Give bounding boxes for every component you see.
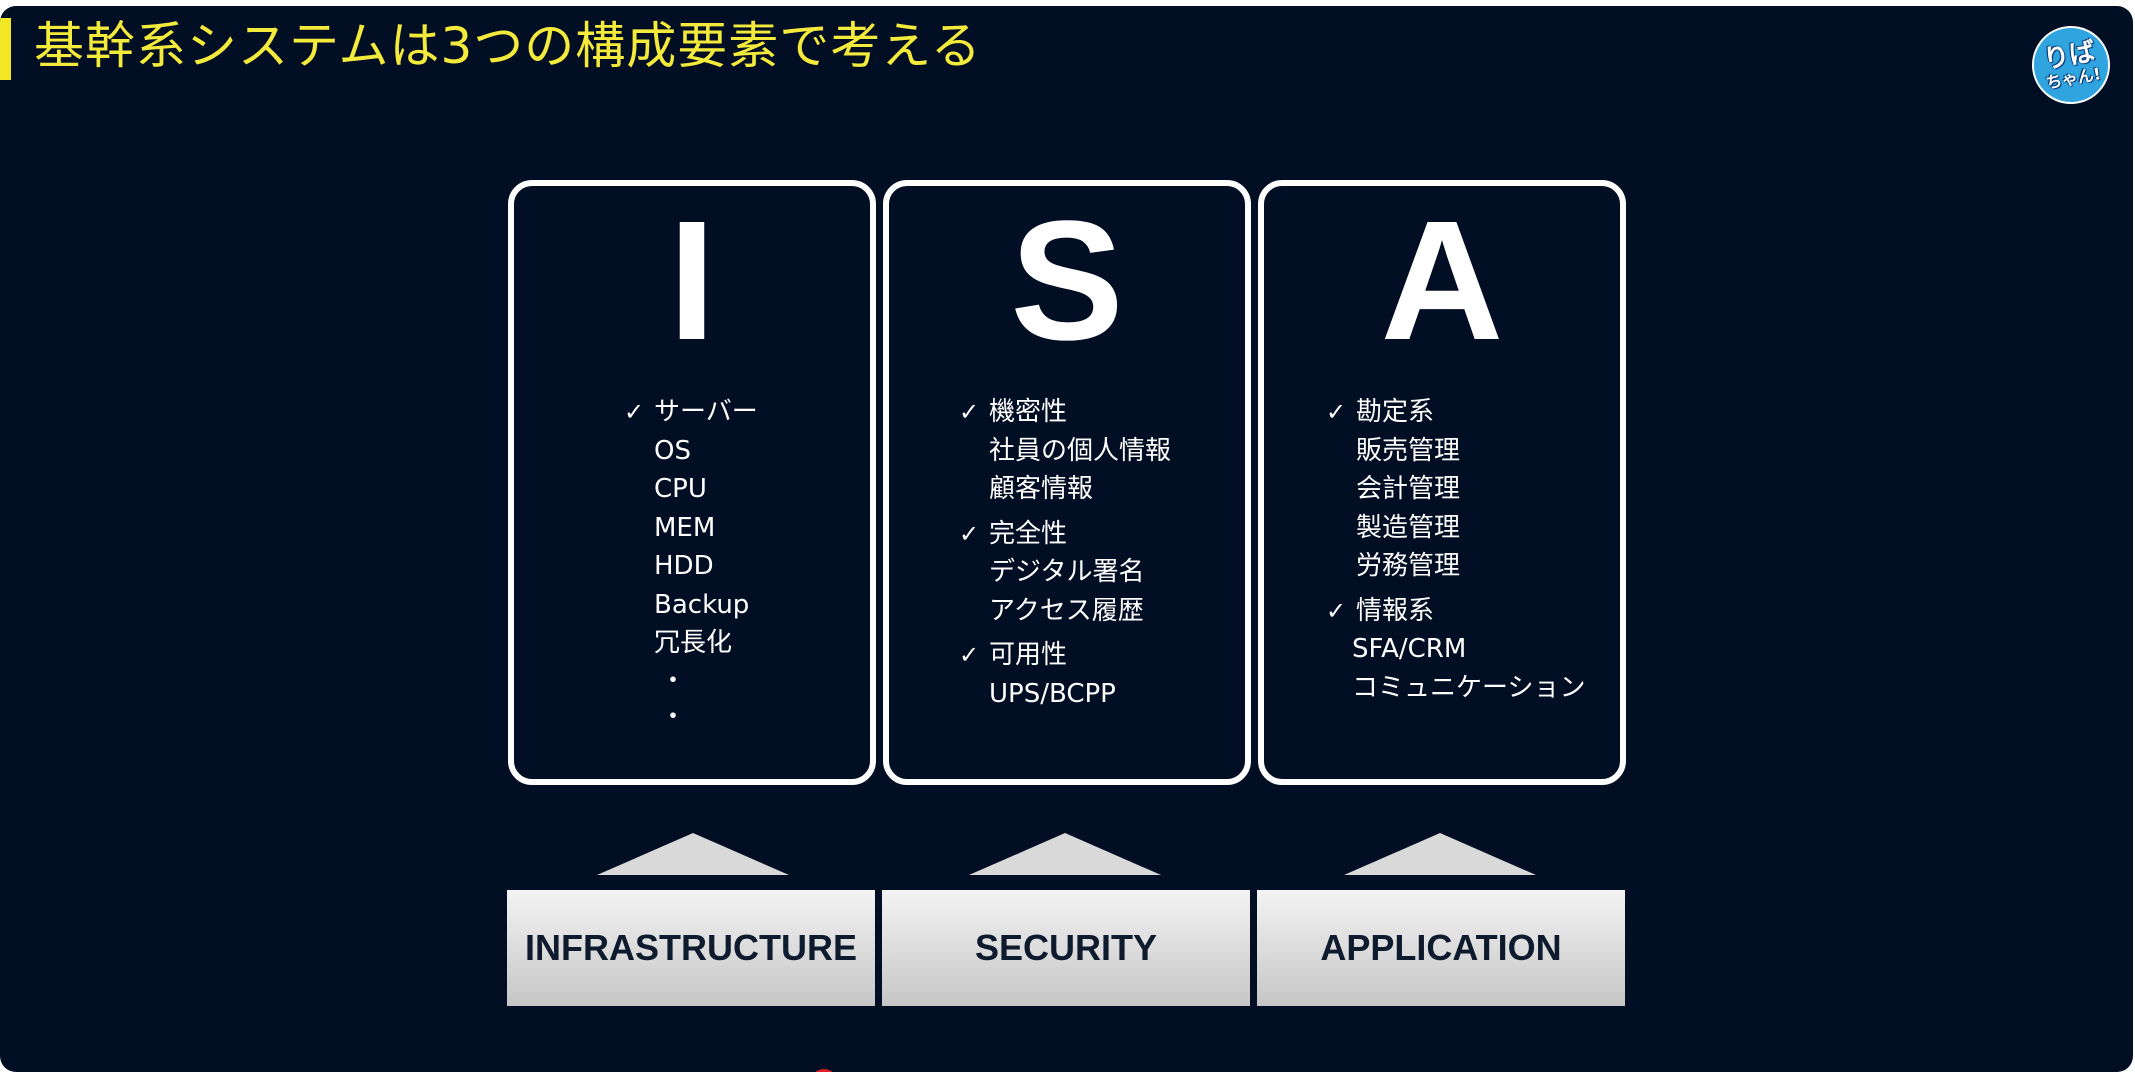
list-item: 顧客情報 [989, 474, 1094, 504]
list-item: コミュニケーション [1352, 672, 1586, 703]
label-infrastructure: INFRASTRUCTURE [507, 890, 875, 1006]
list-item: 労務管理 [1356, 551, 1461, 581]
list-heading: ✓ 完全性 [959, 515, 1171, 554]
slide-title: 基幹系システムは3つの構成要素で考える [34, 17, 982, 75]
list-heading: ✓ 勘定系 [1326, 393, 1585, 432]
list-item: MEM [654, 512, 716, 543]
list-heading: ✓ 情報系 [1326, 592, 1585, 631]
list-heading: ✓ 可用性 [959, 636, 1171, 675]
up-arrow-icon [1344, 833, 1536, 875]
check-icon: ✓ [1326, 596, 1347, 625]
card-application: A ✓ 勘定系 販売管理 会計管理 製造管理 労務管理 ✓ 情報系 SFA/CR… [1258, 180, 1626, 785]
up-arrow-icon [597, 833, 789, 875]
label-application: APPLICATION [1257, 890, 1625, 1006]
card-list: ✓ 機密性 社員の個人情報 顧客情報 ✓ 完全性 デジタル署名 アクセス履歴 ✓… [959, 393, 1172, 713]
label-security: SECURITY [882, 890, 1250, 1006]
list-item: Backup [654, 589, 750, 620]
list-item: UPS/BCPP [989, 678, 1116, 709]
title-accent-bar [0, 18, 11, 80]
ellipsis-dot: ・ [660, 665, 687, 696]
card-list: ✓ 勘定系 販売管理 会計管理 製造管理 労務管理 ✓ 情報系 SFA/CRM … [1326, 393, 1585, 707]
check-icon: ✓ [624, 398, 645, 426]
slide: 基幹系システムは3つの構成要素で考える りば ちゃん! I ✓ サーバー OS … [0, 6, 2133, 1072]
check-icon: ✓ [959, 398, 980, 426]
progress-scrubber-handle[interactable] [810, 1069, 838, 1072]
list-item: 会計管理 [1356, 474, 1461, 504]
list-item: 製造管理 [1356, 512, 1461, 543]
ellipsis-dot: ・ [660, 701, 687, 732]
list-item: CPU [654, 474, 707, 504]
list-item: デジタル署名 [989, 557, 1145, 587]
card-security: S ✓ 機密性 社員の個人情報 顧客情報 ✓ 完全性 デジタル署名 アクセス履歴… [883, 180, 1251, 785]
card-list: ✓ サーバー OS CPU MEM HDD Backup 冗長化 ・ ・ [624, 393, 758, 735]
up-arrow-icon [969, 833, 1161, 875]
list-item: 販売管理 [1356, 435, 1461, 466]
list-item: 社員の個人情報 [989, 435, 1172, 466]
list-item: アクセス履歴 [989, 595, 1144, 626]
card-infrastructure: I ✓ サーバー OS CPU MEM HDD Backup 冗長化 ・ ・ [508, 180, 876, 785]
check-icon: ✓ [959, 519, 980, 548]
list-item: HDD [654, 551, 714, 581]
list-item: SFA/CRM [1352, 634, 1467, 664]
card-letter: A [1380, 186, 1504, 376]
list-heading: ✓ サーバー [624, 393, 758, 432]
channel-logo-icon: りば ちゃん! [2025, 19, 2117, 111]
check-icon: ✓ [959, 641, 980, 669]
list-item: 冗長化 [654, 628, 733, 658]
list-heading: ✓ 機密性 [959, 393, 1171, 432]
check-icon: ✓ [1326, 398, 1347, 426]
card-letter: S [1010, 186, 1124, 376]
card-letter: I [668, 186, 716, 376]
list-item: OS [654, 435, 691, 466]
